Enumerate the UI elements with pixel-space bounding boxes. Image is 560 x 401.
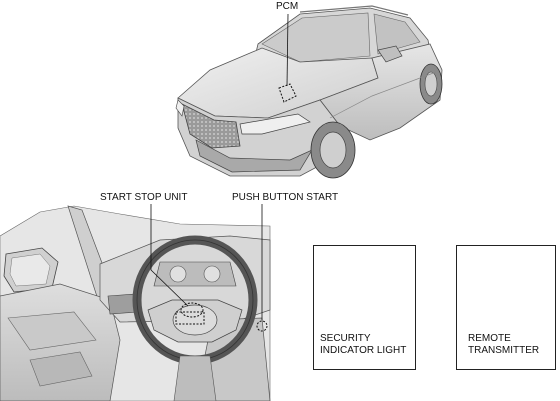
start-stop-unit-marker (180, 302, 204, 318)
push-button-start-label: PUSH BUTTON START (232, 192, 339, 203)
interior-illustration (0, 205, 271, 401)
remote-transmitter-box: REMOTE TRANSMITTER (456, 245, 556, 370)
start-stop-unit-leader (150, 204, 189, 307)
remote-label-line1: REMOTE (468, 333, 511, 344)
security-indicator-box: SECURITY INDICATOR LIGHT (313, 245, 416, 370)
pcm-marker (278, 83, 297, 103)
security-label-line1: SECURITY (320, 333, 371, 344)
vehicle-illustration (175, 5, 443, 179)
remote-label-line2: TRANSMITTER (468, 345, 540, 356)
pcm-label: PCM (276, 1, 299, 12)
start-stop-unit-label: START STOP UNIT (100, 192, 188, 203)
security-label-line2: INDICATOR LIGHT (320, 345, 407, 356)
push-button-start-marker (256, 320, 268, 332)
pcm-leader (286, 13, 289, 87)
